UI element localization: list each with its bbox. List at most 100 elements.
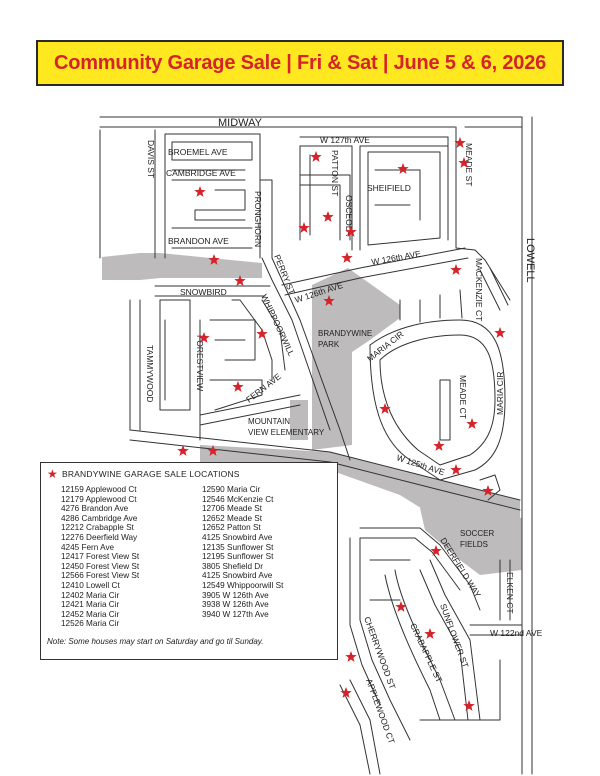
sale-star-icon bbox=[208, 254, 220, 265]
label-brandon: BRANDON AVE bbox=[168, 236, 229, 246]
legend-address: 12179 Applewood Ct bbox=[61, 494, 137, 504]
legend-address: 4125 Snowbird Ave bbox=[201, 532, 273, 542]
mackenzie-ct-road bbox=[479, 267, 509, 311]
label-patton: PATTON ST bbox=[330, 150, 340, 196]
sale-star-icon bbox=[256, 328, 268, 339]
label-elken: ELKEN CT bbox=[505, 572, 515, 614]
label-w127: W 127th AVE bbox=[320, 135, 370, 145]
sale-star-icon bbox=[232, 381, 244, 392]
midway-road bbox=[99, 116, 523, 128]
snowbird-road bbox=[154, 285, 271, 297]
label-snowbird: SNOWBIRD bbox=[180, 287, 227, 297]
w126-road bbox=[281, 247, 469, 296]
patton-st-road bbox=[299, 145, 351, 241]
legend-address: 12195 Sunflower St bbox=[201, 552, 274, 562]
legend-address: 4125 Snowbird Ave bbox=[201, 571, 273, 581]
fern-road bbox=[199, 394, 301, 426]
legend-address: 12410 Lowell Ct bbox=[61, 580, 120, 590]
elken-ct-road bbox=[499, 559, 511, 621]
sale-star-icon bbox=[395, 601, 407, 612]
sale-star-icon bbox=[298, 222, 310, 233]
maria-cir-spurs bbox=[399, 289, 463, 323]
label-meade-st: MEADE ST bbox=[464, 143, 474, 186]
inner-loops bbox=[209, 319, 263, 411]
label-forestview: FORESTVIEW bbox=[195, 335, 205, 391]
maria-cir-road bbox=[369, 319, 506, 481]
soccer-fields-area bbox=[420, 508, 522, 575]
sale-star-icon bbox=[424, 628, 436, 639]
label-meade-ct: MEADE CT bbox=[458, 375, 468, 419]
sale-star-icon bbox=[494, 327, 506, 338]
forestview-block bbox=[159, 299, 201, 441]
label-brandywine-2: PARK bbox=[318, 340, 340, 349]
label-sheifield: SHEIFIELD bbox=[367, 183, 411, 193]
sale-star-icon bbox=[379, 403, 391, 414]
legend-box: ★ BRANDYWINE GARAGE SALE LOCATIONS 12159… bbox=[40, 462, 338, 660]
legend-address: 12706 Meade St bbox=[201, 504, 263, 514]
legend-address: 12566 Forest View St bbox=[61, 571, 140, 581]
label-osceola: OSCEOLA bbox=[344, 195, 354, 236]
sale-markers bbox=[177, 137, 506, 711]
legend-address: 3805 Shefield Dr bbox=[201, 561, 263, 571]
legend-address: 12212 Crabapple St bbox=[61, 523, 134, 533]
meade-ct-road bbox=[439, 379, 451, 441]
broemel-block bbox=[164, 133, 261, 259]
label-mackenzie: MACKENZIE CT bbox=[474, 258, 484, 321]
sale-star-icon bbox=[433, 440, 445, 451]
label-lowell: LOWELL bbox=[524, 238, 536, 283]
sale-star-icon bbox=[345, 226, 357, 237]
sale-star-icon bbox=[322, 211, 334, 222]
label-midway: MIDWAY bbox=[218, 117, 263, 129]
w122-road bbox=[469, 624, 523, 636]
sale-star-icon bbox=[450, 264, 462, 275]
deerfield-road bbox=[359, 527, 481, 611]
perry-st-road bbox=[261, 257, 351, 461]
banner-title: Community Garage Sale | Fri & Sat | June… bbox=[53, 51, 547, 74]
sheifield-road bbox=[367, 151, 441, 246]
legend-address: 12546 McKenzie Ct bbox=[201, 494, 274, 504]
south-loop bbox=[369, 559, 501, 721]
sale-star-icon bbox=[345, 651, 357, 662]
legend-address: 12421 Maria Cir bbox=[61, 600, 120, 610]
brandon-block bbox=[171, 227, 253, 249]
star-icon: ★ bbox=[47, 467, 58, 481]
legend-note: Note: Some houses may start on Saturday … bbox=[47, 636, 264, 646]
legend-address: 12590 Maria Cir bbox=[201, 485, 261, 494]
cherrywood-road bbox=[349, 537, 411, 741]
w125-road bbox=[129, 429, 521, 511]
label-crabapple: CRABAPPLE ST bbox=[408, 622, 444, 684]
title-banner: Community Garage Sale | Fri & Sat | June… bbox=[36, 40, 564, 86]
legend-address: 12452 Maria Cir bbox=[61, 609, 120, 619]
sale-star-icon bbox=[450, 464, 462, 475]
cambridge-block bbox=[171, 169, 246, 181]
lowell-road bbox=[521, 116, 533, 775]
applewood-road bbox=[339, 679, 381, 775]
label-broemel: BROEMEL AVE bbox=[168, 147, 228, 157]
legend-title: BRANDYWINE GARAGE SALE LOCATIONS bbox=[61, 469, 240, 479]
legend-address: 3938 W 126th Ave bbox=[201, 600, 269, 610]
sale-star-icon bbox=[466, 418, 478, 429]
roads bbox=[99, 116, 533, 775]
legend-address: 12549 Whippoorwill St bbox=[201, 580, 284, 590]
sale-star-icon bbox=[430, 545, 442, 556]
sunflower-road bbox=[419, 559, 481, 721]
label-soccer-2: FIELDS bbox=[460, 540, 488, 549]
sale-star-icon bbox=[194, 186, 206, 197]
label-mountain-1: MOUNTAIN bbox=[248, 417, 290, 426]
sale-star-icon bbox=[463, 700, 475, 711]
legend-address: 4245 Fern Ave bbox=[61, 542, 115, 552]
legend-address: 12135 Sunflower St bbox=[201, 542, 274, 552]
legend-address: 3905 W 126th Ave bbox=[201, 590, 269, 600]
label-perry: PERRY ST bbox=[272, 253, 297, 296]
label-whippoorwill: WHIPPOORWILL bbox=[259, 293, 296, 358]
label-davis: DAVIS ST bbox=[146, 140, 156, 178]
pronghorn-block bbox=[194, 189, 246, 221]
legend-address: 12652 Patton St bbox=[201, 523, 261, 533]
label-w126-east: W 126th AVE bbox=[371, 248, 422, 267]
label-tammywood: TAMMYWOOD bbox=[145, 345, 155, 402]
label-w122: W 122nd AVE bbox=[490, 628, 543, 638]
legend-address: 4276 Brandon Ave bbox=[61, 504, 129, 514]
